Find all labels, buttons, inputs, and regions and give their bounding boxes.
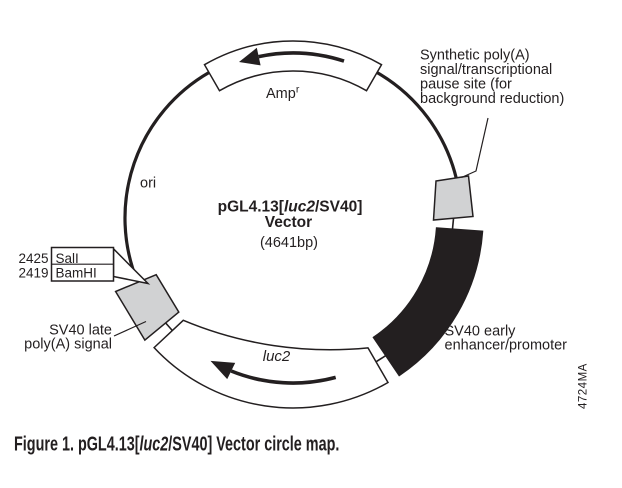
- amp-label: Ampr: [266, 84, 300, 103]
- vector-title-line1: pGL4.13[luc2/SV40]: [218, 199, 363, 216]
- plasmid-backbone-arc-left: [123, 71, 210, 282]
- luc2-gene-segment: [153, 319, 390, 409]
- caption-prefix: Figure 1. pGL4.13[: [14, 432, 140, 455]
- sv40-late-leader-line: [113, 320, 147, 337]
- vector-title-suffix: /SV40]: [315, 199, 362, 216]
- restriction-site-position-bamhi: 2419: [18, 265, 48, 280]
- plasmid-backbone-arc-top-right: [376, 71, 458, 180]
- vector-title-gene: luc2: [284, 199, 315, 216]
- sv40-late-polya-segment: [114, 273, 180, 342]
- sv40-late-label-line2: poly(A) signal: [24, 337, 112, 353]
- synthetic-polya-label-line1: Synthetic poly(A): [420, 48, 530, 64]
- synthetic-polya-segment: [432, 175, 474, 221]
- figure-caption-group: Figure 1. pGL4.13[luc2/SV40] Vector circ…: [14, 432, 339, 455]
- vector-title-line2: Vector: [265, 214, 312, 231]
- sv40-early-label-line2: enhancer/promoter: [445, 338, 568, 354]
- sv40-early-promoter-segment: [372, 227, 484, 377]
- figure-caption: Figure 1. pGL4.13[luc2/SV40] Vector circ…: [14, 432, 339, 455]
- amp-label-text: Amp: [266, 86, 296, 102]
- vector-title-prefix: pGL4.13[: [218, 199, 284, 216]
- vector-size-label: (4641bp): [260, 235, 318, 251]
- sv40-early-label-line1: SV40 early: [445, 324, 517, 340]
- synthetic-polya-label-line4: background reduction): [420, 91, 564, 107]
- caption-gene: luc2: [139, 432, 168, 455]
- restriction-site-position-sali: 2425: [18, 251, 48, 266]
- restriction-enzyme-sali: SalI: [56, 251, 79, 266]
- ori-label: ori: [140, 176, 156, 192]
- segment-connector-polya-to-promoter: [451, 218, 455, 230]
- amp-label-superscript: r: [296, 84, 300, 96]
- segment-connector-luc2-to-latepolya: [165, 322, 173, 332]
- amp-gene-segment: [203, 40, 383, 92]
- sv40-late-label-line1: SV40 late: [49, 323, 112, 339]
- amp-direction-arrowhead: [239, 47, 261, 66]
- luc2-direction-arrowhead: [210, 360, 236, 380]
- synthetic-polya-label-line3: pause site (for: [420, 77, 512, 93]
- part-number-label: 4724MA: [578, 363, 590, 409]
- segment-connector-promoter-to-luc2: [375, 354, 387, 363]
- amp-direction-arrow-shaft: [258, 51, 345, 63]
- restriction-callout-wedge: [112, 246, 151, 285]
- caption-suffix: /SV40] Vector circle map.: [168, 432, 339, 455]
- luc2-label: luc2: [263, 348, 291, 365]
- synthetic-polya-label-line2: signal/transcriptional: [420, 62, 552, 78]
- luc2-direction-arrow-shaft: [230, 369, 337, 385]
- synthetic-polya-leader-line: [461, 117, 489, 179]
- restriction-enzyme-bamhi: BamHI: [56, 265, 97, 280]
